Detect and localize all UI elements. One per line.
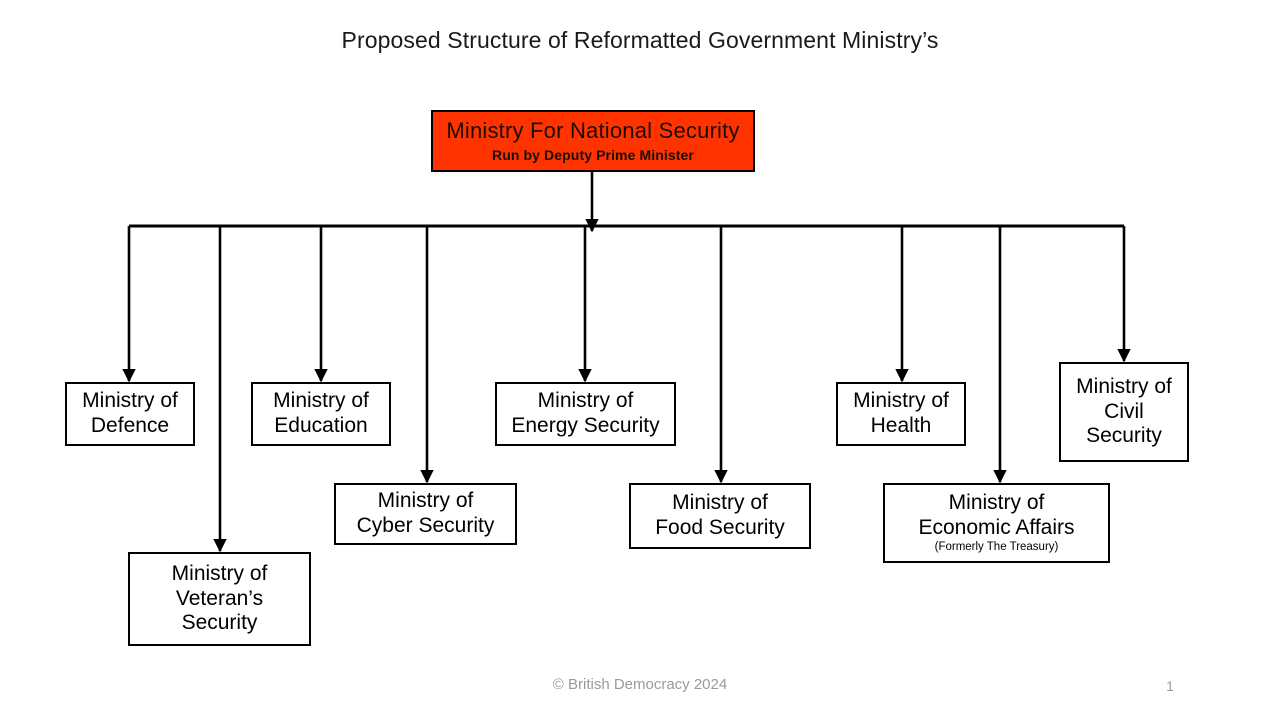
node-ministry-of-education[interactable]: Ministry of Education [251, 382, 391, 446]
node-line-2: Health [870, 414, 932, 437]
node-ministry-of-veterans-security[interactable]: Ministry of Veteran’s Security [128, 552, 311, 646]
node-line-2: Veteran’s [175, 586, 264, 610]
node-ministry-of-energy-security[interactable]: Ministry of Energy Security [495, 382, 676, 446]
node-note: (Formerly The Treasury) [934, 541, 1059, 554]
node-line-1: Ministry of [1076, 374, 1172, 398]
node-subtitle: Run by Deputy Prime Minister [492, 147, 694, 164]
page-title: Proposed Structure of Reformatted Govern… [341, 27, 939, 53]
node-ministry-of-health[interactable]: Ministry of Health [836, 382, 966, 446]
node-line-1: Ministry of [273, 389, 369, 413]
node-title: Ministry For National Security [446, 118, 740, 144]
node-line-2: Civil [1104, 399, 1144, 423]
node-line-1: Ministry of [377, 489, 474, 513]
node-line-1: Ministry of [853, 389, 949, 413]
footer-credit: © British Democracy 2024 [552, 676, 728, 693]
node-line-2: Education [274, 414, 368, 437]
node-ministry-of-cyber-security[interactable]: Ministry of Cyber Security [334, 483, 517, 545]
node-line-1: Ministry of [171, 561, 268, 585]
node-line-1: Ministry of [672, 491, 768, 515]
node-line-3: Security [181, 611, 258, 635]
node-ministry-of-civil-security[interactable]: Ministry of Civil Security [1059, 362, 1189, 462]
node-ministry-of-defence[interactable]: Ministry of Defence [65, 382, 195, 446]
node-line-3: Security [1086, 424, 1162, 448]
node-line-1: Ministry of [82, 389, 178, 413]
node-line-2: Energy Security [511, 414, 660, 437]
node-line-2: Food Security [655, 516, 785, 539]
node-line-2: Defence [90, 414, 170, 437]
node-ministry-of-food-security[interactable]: Ministry of Food Security [629, 483, 811, 549]
node-line-2: Economic Affairs [918, 515, 1075, 539]
node-line-2: Cyber Security [356, 514, 495, 537]
node-ministry-of-economic-affairs[interactable]: Ministry of Economic Affairs (Formerly T… [883, 483, 1110, 563]
node-line-1: Ministry of [948, 490, 1045, 514]
footer-page-number: 1 [1166, 678, 1174, 694]
node-ministry-for-national-security[interactable]: Ministry For National Security Run by De… [431, 110, 755, 172]
node-line-1: Ministry of [537, 389, 634, 413]
